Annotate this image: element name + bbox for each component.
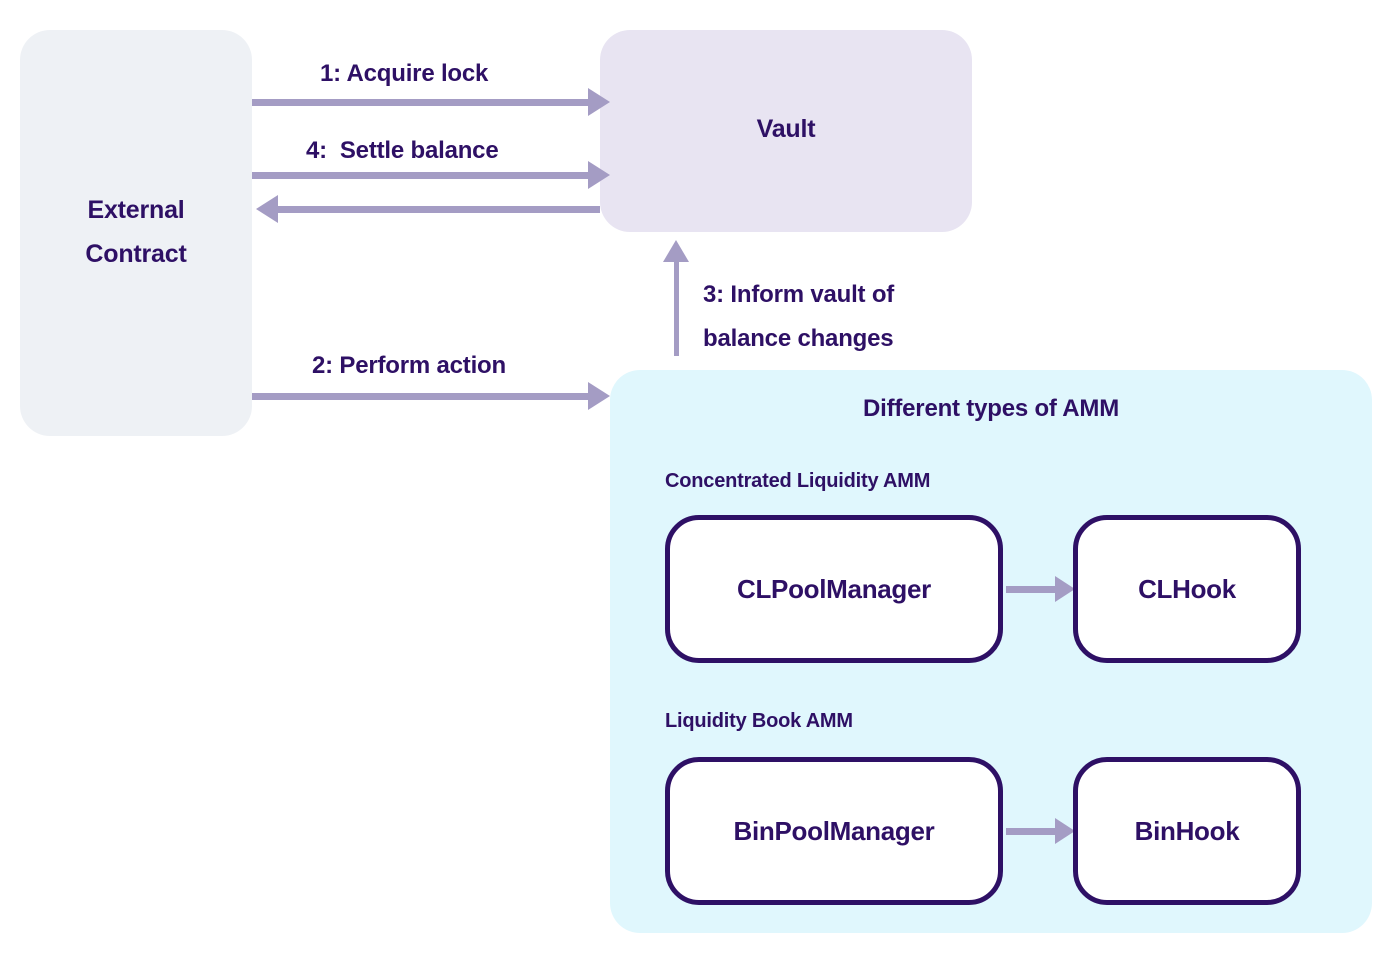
node-cl-hook: CLHook (1073, 515, 1301, 663)
arrow-perform-action-head-icon (588, 382, 610, 410)
arrow-acquire-lock-line (252, 99, 590, 106)
edge-label-perform-action: 2: Perform action (312, 352, 506, 379)
vault-label: Vault (756, 115, 816, 143)
arrow-cl-manager-to-hook-head-icon (1055, 576, 1075, 602)
amm-panel: Different types of AMM Concentrated Liqu… (610, 370, 1372, 933)
arrow-inform-vault-line (674, 258, 679, 356)
arrow-vault-return-line (278, 206, 600, 213)
arrow-bin-manager-to-hook-line (1006, 828, 1058, 835)
arrow-bin-manager-to-hook-head-icon (1055, 818, 1075, 844)
node-vault: Vault (600, 30, 972, 232)
external-contract-label-line2: Contract (85, 240, 187, 268)
arrow-settle-balance-line (252, 172, 590, 179)
arrow-vault-return-head-icon (256, 195, 278, 223)
external-contract-label-line1: External (87, 196, 185, 225)
edge-label-acquire-lock: 1: Acquire lock (320, 60, 489, 87)
node-cl-pool-manager: CLPoolManager (665, 515, 1003, 663)
arrow-settle-balance-head-icon (588, 161, 610, 189)
arrow-cl-manager-to-hook-line (1006, 586, 1058, 593)
edge-label-inform-vault: 3: Inform vault of balance changes (703, 281, 895, 353)
amm-group-label-liquidity-book: Liquidity Book AMM (665, 710, 853, 732)
arrow-inform-vault-head-icon (663, 240, 689, 262)
node-external-contract: External Contract (20, 30, 252, 436)
edge-label-settle-balance: 4: Settle balance (306, 137, 499, 164)
node-bin-pool-manager: BinPoolManager (665, 757, 1003, 905)
arrow-perform-action-line (252, 393, 590, 400)
amm-group-label-concentrated-liquidity: Concentrated Liquidity AMM (665, 470, 931, 492)
arrow-acquire-lock-head-icon (588, 88, 610, 116)
node-bin-hook: BinHook (1073, 757, 1301, 905)
amm-panel-title: Different types of AMM (862, 395, 1120, 422)
